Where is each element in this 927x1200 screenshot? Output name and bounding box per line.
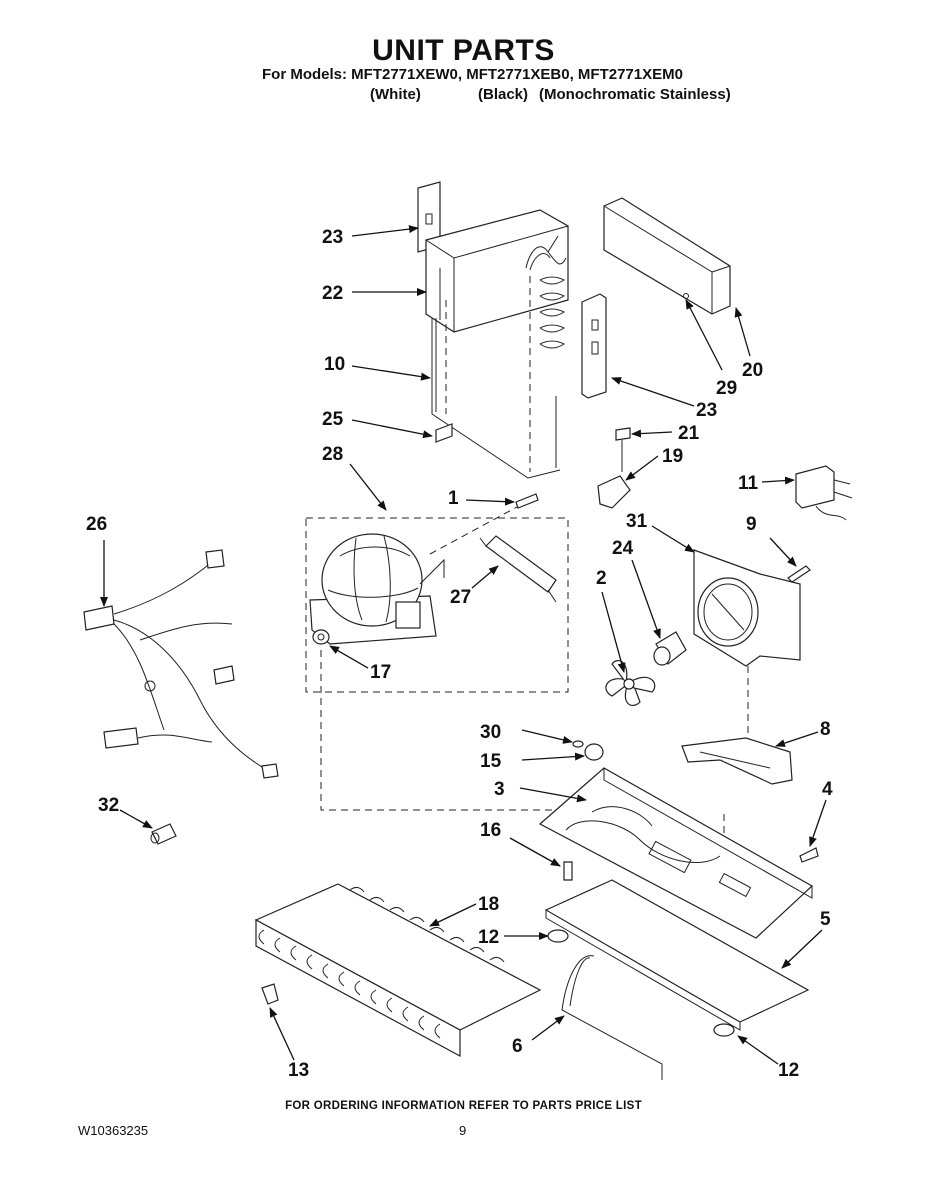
callout-23-right: 23 bbox=[696, 400, 717, 421]
defrost-heater-wire bbox=[431, 276, 561, 479]
screw-1 bbox=[515, 493, 539, 509]
callout-labels: 23 22 10 25 28 1 27 17 26 32 20 29 23 21… bbox=[86, 227, 833, 1081]
callout-24: 24 bbox=[612, 538, 634, 559]
page-title: UNIT PARTS bbox=[372, 34, 555, 67]
callout-27: 27 bbox=[450, 587, 471, 608]
callout-19: 19 bbox=[662, 446, 683, 467]
fan-motor-part bbox=[653, 631, 687, 666]
callout-20: 20 bbox=[742, 360, 763, 381]
drain-pan-part bbox=[544, 879, 810, 1031]
fan-blade-part bbox=[605, 660, 656, 706]
compressor-group-outline bbox=[305, 517, 569, 693]
screw-4 bbox=[799, 847, 819, 863]
callout-30: 30 bbox=[480, 722, 501, 743]
drain-tube-part bbox=[561, 955, 663, 1080]
callout-3: 3 bbox=[494, 779, 505, 800]
foot-12-lower bbox=[713, 1023, 735, 1037]
callout-28: 28 bbox=[322, 444, 343, 465]
base-plate-part bbox=[538, 767, 814, 939]
callout-11: 11 bbox=[738, 473, 759, 494]
clip-13 bbox=[261, 983, 279, 1005]
variant-white: (White) bbox=[370, 86, 421, 103]
evaporator-part bbox=[417, 181, 569, 349]
callout-32: 32 bbox=[98, 795, 119, 816]
evaporator-cover bbox=[603, 197, 731, 315]
drier-part bbox=[479, 535, 557, 603]
callout-25: 25 bbox=[322, 409, 344, 430]
grommet-30 bbox=[572, 740, 584, 748]
callout-16: 16 bbox=[480, 820, 501, 841]
ordering-note: FOR ORDERING INFORMATION REFER TO PARTS … bbox=[285, 1100, 642, 1112]
callout-1: 1 bbox=[448, 488, 459, 509]
callout-2: 2 bbox=[596, 568, 607, 589]
fan-shroud-part bbox=[693, 549, 801, 667]
transformer-part bbox=[795, 465, 853, 521]
thermostat-part bbox=[597, 427, 631, 509]
callout-13: 13 bbox=[288, 1060, 309, 1081]
leader-lines bbox=[100, 225, 827, 1065]
page-number: 9 bbox=[459, 1123, 467, 1138]
callout-6: 6 bbox=[512, 1036, 523, 1057]
connector-32 bbox=[150, 823, 177, 845]
grommet-15 bbox=[584, 743, 604, 761]
callout-15: 15 bbox=[480, 751, 502, 772]
callout-9: 9 bbox=[746, 514, 757, 535]
callout-31: 31 bbox=[626, 511, 648, 532]
callout-18: 18 bbox=[478, 894, 499, 915]
fan-bracket-part bbox=[681, 737, 793, 785]
screw-9 bbox=[787, 565, 811, 583]
wiring-harness-part bbox=[83, 549, 279, 779]
document-number: W10363235 bbox=[78, 1123, 149, 1138]
foot-12-upper bbox=[547, 929, 569, 943]
evaporator-bracket-right bbox=[581, 293, 607, 399]
variant-black: (Black) bbox=[478, 86, 529, 103]
callout-29: 29 bbox=[716, 378, 737, 399]
callout-21: 21 bbox=[678, 423, 700, 444]
callout-23-top: 23 bbox=[322, 227, 343, 248]
callout-22: 22 bbox=[322, 283, 343, 304]
callout-4: 4 bbox=[822, 779, 833, 800]
callout-12-lower: 12 bbox=[778, 1060, 799, 1081]
callout-10: 10 bbox=[324, 354, 345, 375]
callout-8: 8 bbox=[820, 719, 831, 740]
callout-12-upper: 12 bbox=[478, 927, 499, 948]
compressor-part bbox=[309, 533, 445, 645]
models-line: For Models: MFT2771XEW0, MFT2771XEB0, MF… bbox=[262, 66, 683, 83]
grommet-17 bbox=[312, 629, 330, 645]
variant-stainless: (Monochromatic Stainless) bbox=[539, 86, 731, 103]
callout-26: 26 bbox=[86, 514, 107, 535]
callout-17: 17 bbox=[370, 662, 391, 683]
screw-16 bbox=[563, 861, 573, 881]
condenser-part bbox=[254, 883, 542, 1058]
callout-5: 5 bbox=[820, 909, 831, 930]
